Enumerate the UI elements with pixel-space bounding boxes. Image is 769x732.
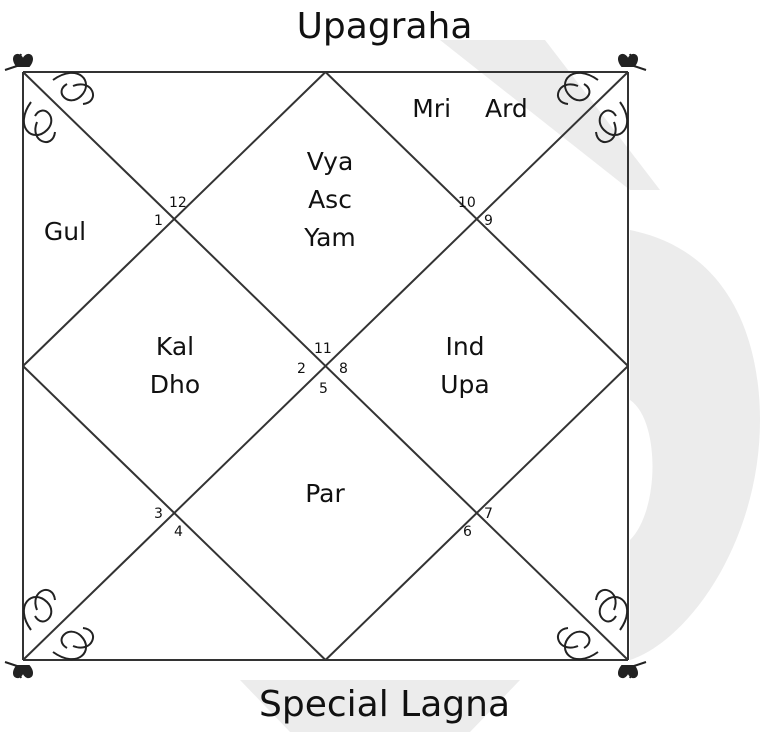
body-label: Gul <box>44 217 86 246</box>
house-number-9: 9 <box>484 213 493 229</box>
body-label: Kal <box>156 332 194 361</box>
body-label: Mri <box>412 94 451 123</box>
body-label: Asc <box>308 185 352 214</box>
house-7-bodies: Par <box>285 475 365 513</box>
house-12-bodies: Mri Ard <box>390 90 550 128</box>
house-number-1: 1 <box>154 213 163 229</box>
house-2-bodies: Gul <box>30 213 100 251</box>
body-label: Ard <box>485 94 528 123</box>
house-number-12: 12 <box>169 195 187 211</box>
body-label: Par <box>305 479 345 508</box>
body-label: Dho <box>150 370 200 399</box>
house-number-10: 10 <box>458 195 476 211</box>
house-number-6: 6 <box>463 524 472 540</box>
house-number-11: 11 <box>314 341 332 357</box>
house-number-3: 3 <box>154 506 163 522</box>
house-number-7: 7 <box>484 506 493 522</box>
body-label: Yam <box>304 223 356 252</box>
house-number-5: 5 <box>319 381 328 397</box>
house-number-4: 4 <box>174 524 183 540</box>
body-label: Vya <box>307 147 354 176</box>
house-number-8: 8 <box>339 361 348 377</box>
house-number-2: 2 <box>297 361 306 377</box>
chart-title-upagraha: Upagraha <box>0 6 769 47</box>
body-label: Ind <box>445 332 484 361</box>
chart-title-special-lagna: Special Lagna <box>0 684 769 725</box>
body-label: Upa <box>440 370 490 399</box>
